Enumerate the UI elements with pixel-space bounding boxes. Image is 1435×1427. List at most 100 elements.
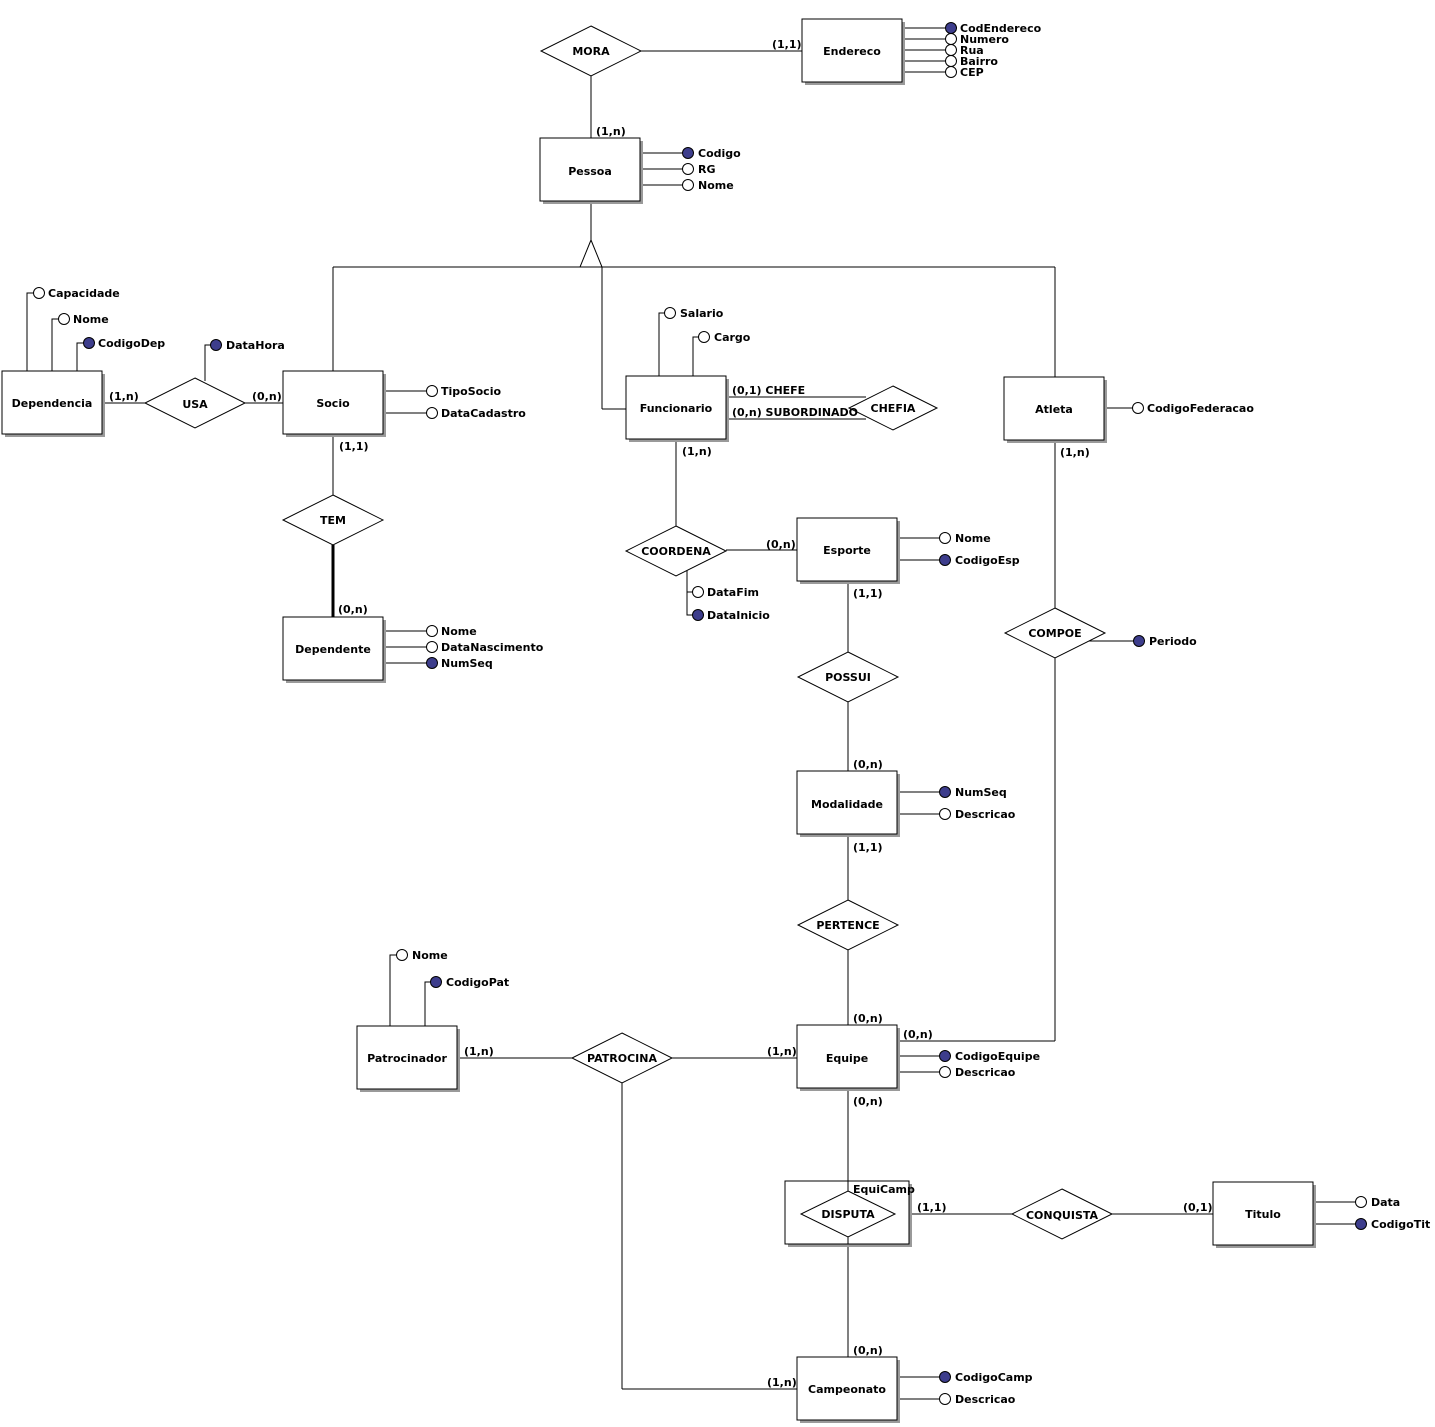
attr-campeonato-codigocamp: CodigoCamp <box>955 1371 1033 1384</box>
card-tem-socio: (1,1) <box>339 440 369 453</box>
attributes-atleta: CodigoFederacao <box>1104 402 1254 415</box>
entity-funcionario: Funcionario <box>625 375 729 442</box>
entity-funcionario-label: Funcionario <box>640 402 713 415</box>
attr-pessoa-codigo: Codigo <box>698 147 741 160</box>
relationship-chefia: CHEFIA <box>847 385 939 431</box>
relationship-chefia-label: CHEFIA <box>871 402 916 415</box>
attr-endereco-numero: Numero <box>960 33 1009 46</box>
relationship-tem-label: TEM <box>320 514 346 527</box>
attr-socio-datacadastro: DataCadastro <box>441 407 526 420</box>
attributes-modalidade: NumSeq Descricao <box>897 786 1016 821</box>
attr-equipe-descricao: Descricao <box>955 1066 1016 1079</box>
attributes-esporte: Nome CodigoEsp <box>897 532 1020 567</box>
attr-funcionario-cargo: Cargo <box>714 331 751 344</box>
attributes-pessoa: Codigo RG Nome <box>640 147 741 192</box>
attributes-compoe: Periodo <box>1086 635 1197 648</box>
entity-dependente: Dependente <box>282 616 386 683</box>
relationship-patrocina: PATROCINA <box>570 1032 674 1084</box>
attr-compoe-periodo: Periodo <box>1149 635 1197 648</box>
attr-campeonato-descricao: Descricao <box>955 1393 1016 1406</box>
attr-atleta-codigofederacao: CodigoFederacao <box>1147 402 1254 415</box>
card-usa-dependencia: (1,n) <box>109 390 139 403</box>
attr-modalidade-numseq: NumSeq <box>955 786 1007 799</box>
card-coordena-esporte: (0,n) <box>766 538 796 551</box>
attr-dependencia-capacidade: Capacidade <box>48 287 120 300</box>
entity-equipe-label: Equipe <box>826 1052 868 1065</box>
attributes-dependencia: Capacidade Nome CodigoDep <box>26 287 165 371</box>
entity-endereco-label: Endereco <box>823 45 881 58</box>
card-possui-esporte: (1,1) <box>853 587 883 600</box>
attributes-equipe: CodigoEquipe Descricao <box>897 1050 1040 1079</box>
attributes-patrocinador: Nome CodigoPat <box>389 949 509 1026</box>
entity-atleta: Atleta <box>1003 376 1107 443</box>
entity-campeonato-label: Campeonato <box>808 1383 886 1396</box>
attr-funcionario-salario: Salario <box>680 307 724 320</box>
relationship-usa-label: USA <box>182 398 208 411</box>
attr-patrocinador-nome: Nome <box>412 949 448 962</box>
card-tem-dependente: (0,n) <box>338 603 368 616</box>
attributes-campeonato: CodigoCamp Descricao <box>897 1371 1033 1406</box>
attributes-usa: DataHora <box>204 339 285 381</box>
attr-endereco-codendereco: CodEndereco <box>960 22 1042 35</box>
attr-pessoa-nome: Nome <box>698 179 734 192</box>
card-compoe-atleta: (1,n) <box>1060 446 1090 459</box>
attr-usa-datahora: DataHora <box>226 339 285 352</box>
entity-endereco: Endereco <box>801 18 905 85</box>
cardinality-labels: (1,1) (1,n) (1,n) (0,n) (1,1) (0,n) (0,1… <box>109 38 1213 1389</box>
card-patrocina-campeonato: (1,n) <box>767 1376 797 1389</box>
card-mora-pessoa: (1,n) <box>596 125 626 138</box>
attr-titulo-codigotit: CodigoTit <box>1371 1218 1430 1231</box>
attr-endereco-rua: Rua <box>960 44 984 57</box>
attr-equipe-codigoequipe: CodigoEquipe <box>955 1050 1040 1063</box>
relationship-conquista-label: CONQUISTA <box>1026 1209 1099 1222</box>
entity-titulo-label: Titulo <box>1245 1208 1281 1221</box>
entity-dependencia: Dependencia <box>1 370 105 437</box>
attr-dependencia-codigodep: CodigoDep <box>98 337 165 350</box>
relationship-possui-label: POSSUI <box>825 671 871 684</box>
relationship-tem: TEM <box>281 494 385 546</box>
relationship-disputa: DISPUTA <box>799 1190 897 1238</box>
card-usa-socio: (0,n) <box>252 390 282 403</box>
entity-atleta-label: Atleta <box>1035 403 1073 416</box>
relationship-usa: USA <box>143 377 247 429</box>
relationship-pertence-label: PERTENCE <box>816 919 879 932</box>
attr-dependencia-nome: Nome <box>73 313 109 326</box>
attr-dependente-datanascimento: DataNascimento <box>441 641 544 654</box>
entity-pessoa-label: Pessoa <box>568 165 612 178</box>
card-chefia-chefe: (0,1) CHEFE <box>732 384 805 397</box>
attr-modalidade-descricao: Descricao <box>955 808 1016 821</box>
attr-pessoa-rg: RG <box>698 163 716 176</box>
card-chefia-subordinado: (0,n) SUBORDINADO <box>732 406 858 419</box>
attr-dependente-numseq: NumSeq <box>441 657 493 670</box>
relationship-pertence: PERTENCE <box>796 899 900 951</box>
attr-esporte-nome: Nome <box>955 532 991 545</box>
card-disputa-equipe: (0,n) <box>853 1095 883 1108</box>
entity-modalidade-label: Modalidade <box>811 798 883 811</box>
attributes-titulo: Data CodigoTit <box>1312 1196 1430 1231</box>
entity-patrocinador-label: Patrocinador <box>367 1052 447 1065</box>
card-possui-modalidade: (0,n) <box>853 758 883 771</box>
attributes-dependente: Nome DataNascimento NumSeq <box>383 625 544 670</box>
attr-coordena-datainicio: DataInicio <box>707 609 770 622</box>
entity-patrocinador: Patrocinador <box>356 1025 460 1092</box>
entity-modalidade: Modalidade <box>796 770 900 837</box>
connection-lines <box>102 50 1213 1390</box>
card-patrocina-equipe: (1,n) <box>767 1045 797 1058</box>
attr-dependente-nome: Nome <box>441 625 477 638</box>
attr-endereco-bairro: Bairro <box>960 55 998 68</box>
relationship-coordena: COORDENA <box>624 525 728 577</box>
attributes-funcionario: Salario Cargo <box>658 307 751 376</box>
entity-titulo: Titulo <box>1212 1181 1316 1248</box>
entity-pessoa: Pessoa <box>539 137 643 204</box>
attr-coordena-datafim: DataFim <box>707 586 759 599</box>
relationship-coordena-label: COORDENA <box>641 545 711 558</box>
relationship-compoe: COMPOE <box>1003 607 1107 659</box>
entity-dependencia-label: Dependencia <box>12 397 93 410</box>
attr-patrocinador-codigopat: CodigoPat <box>446 976 509 989</box>
card-conquista-titulo: (0,1) <box>1183 1201 1213 1214</box>
attr-titulo-data: Data <box>1371 1196 1400 1209</box>
entity-esporte: Esporte <box>796 517 900 584</box>
card-pertence-equipe: (0,n) <box>853 1012 883 1025</box>
relationship-patrocina-label: PATROCINA <box>587 1052 657 1065</box>
aggregate-label: EquiCamp <box>853 1183 915 1196</box>
